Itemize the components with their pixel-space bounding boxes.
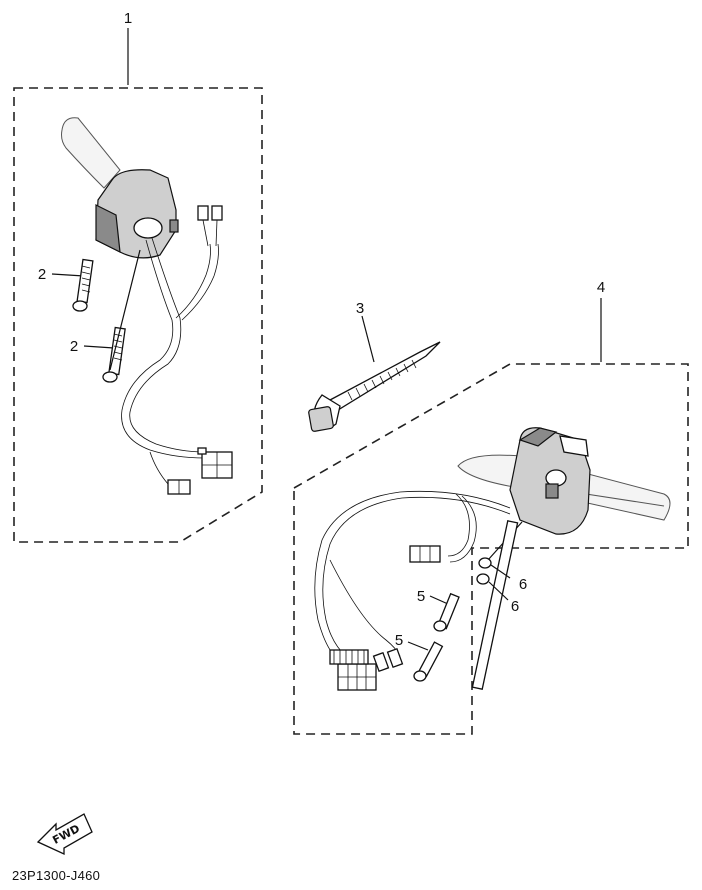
assembly-4-right-switch <box>293 298 689 735</box>
connector-right-small <box>409 545 441 563</box>
switch-housing-face <box>95 204 121 254</box>
wire-harness-right <box>314 490 511 663</box>
bullet-connector-b <box>211 205 223 221</box>
wire-harness-main <box>121 239 206 459</box>
wire-branch-upper-b <box>181 243 219 321</box>
callout-3: 3 <box>356 300 364 317</box>
wire-branch-right <box>447 493 470 557</box>
connector-right-aux <box>372 647 404 673</box>
screw-2-lower <box>83 326 126 383</box>
handlebar-grip-ghost <box>61 117 121 189</box>
washer-6-lower <box>476 573 509 601</box>
callout-5-lower: 5 <box>395 632 403 649</box>
switch-button <box>169 219 179 233</box>
connector-2pin <box>167 479 191 495</box>
wire-branch-upper <box>175 243 211 319</box>
callout-3-leader <box>361 315 375 363</box>
assembly-1-left-switch <box>13 28 263 543</box>
screw-axis-line <box>109 249 141 371</box>
callout-5-upper: 5 <box>417 588 425 605</box>
connector-4pin <box>197 447 233 479</box>
callout-4: 4 <box>597 279 605 296</box>
callout-6-lower: 6 <box>511 598 519 615</box>
screw-5-upper <box>429 592 460 632</box>
handlebar-hole <box>133 217 163 239</box>
callout-1: 1 <box>124 10 132 27</box>
connector-right-multipin <box>329 649 377 691</box>
bullet-connector-a <box>197 205 209 221</box>
switch-button-right <box>545 483 559 499</box>
long-screw-rod <box>471 520 519 690</box>
washer-6-upper <box>478 557 511 579</box>
fwd-arrow-icon: FWD <box>36 813 93 856</box>
screw-5-lower <box>407 641 444 682</box>
callout-2-upper: 2 <box>38 266 46 283</box>
callout-6-upper: 6 <box>519 576 527 593</box>
diagram-code: 23P1300-J460 <box>12 868 100 883</box>
screw-2-upper <box>51 258 94 312</box>
part-3-cable-tie <box>308 315 441 432</box>
assembly-4-boundary <box>293 363 689 735</box>
callout-2-lower: 2 <box>70 338 78 355</box>
wire-harness-main-b <box>129 237 206 453</box>
wire-to-small-plug <box>149 451 169 485</box>
